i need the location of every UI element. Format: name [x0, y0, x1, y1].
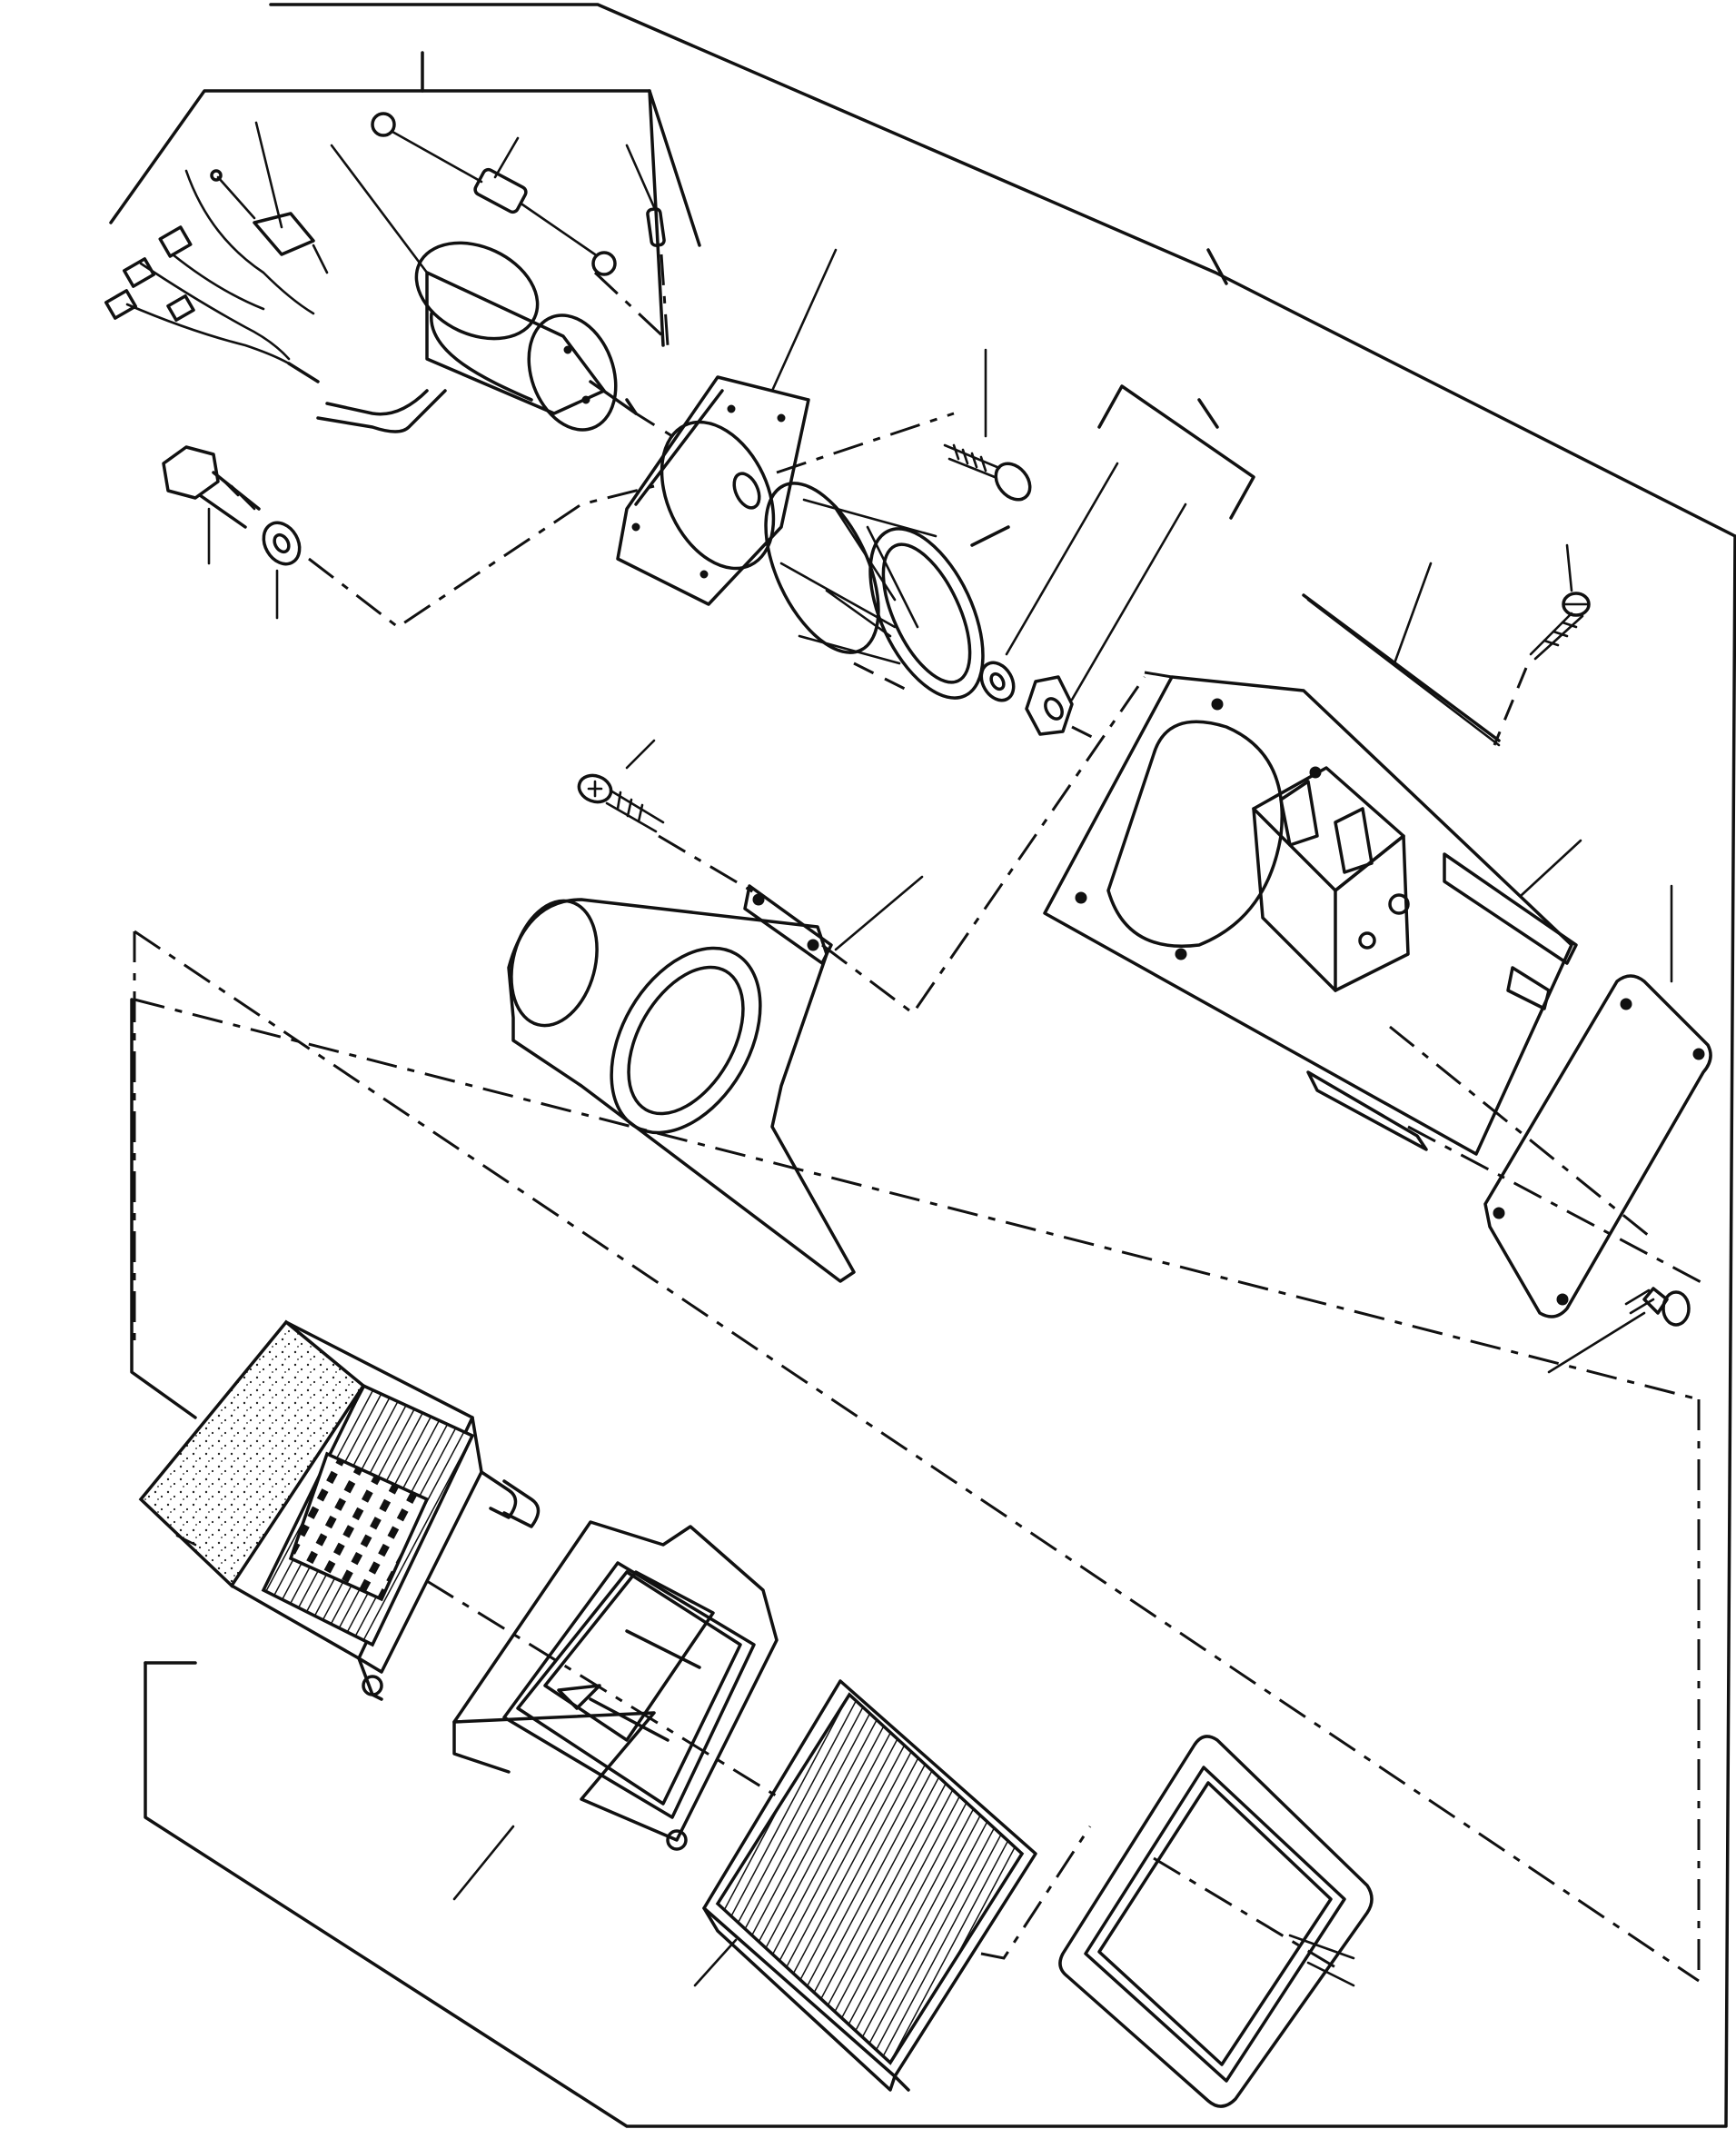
- fastener-group-bracket: [1097, 384, 1255, 520]
- motor-mount-plate-icon: [616, 248, 838, 606]
- blower-motor-icon: [330, 144, 673, 438]
- shoulder-screw-icon: [1547, 1287, 1691, 1374]
- cover-plate-icon: [1389, 884, 1712, 1318]
- fan-wheel-icon: [764, 412, 1010, 700]
- filter-frame-icon: [1058, 1735, 1374, 2108]
- air-duct-frame-icon: [452, 1520, 779, 1901]
- hex-nut-icon: [1025, 502, 1187, 742]
- heater-core-icon: [138, 1319, 541, 1701]
- gasket-strip-icon: [1302, 562, 1501, 747]
- lock-washer-icon: [979, 462, 1119, 702]
- mounting-bracket-icon: [1043, 671, 1582, 1156]
- flat-washer-icon: [262, 484, 655, 629]
- resistor-icon: [210, 121, 329, 274]
- air-filter-icon: [693, 1679, 1037, 2092]
- wire-harness-assembly: [104, 51, 701, 433]
- hex-bolt-icon: [162, 445, 261, 565]
- fuse-link-icon: [371, 112, 670, 343]
- blower-housing-icon: [507, 676, 1146, 1283]
- self-tapping-screw-icon: [577, 739, 759, 897]
- terminal-connector-icon: [104, 225, 195, 323]
- terminal-pin-icon: [625, 144, 670, 346]
- wood-screw-icon: [1493, 543, 1591, 746]
- machine-screw-icon: [943, 348, 1032, 502]
- assembly-outline: [130, 3, 1736, 2128]
